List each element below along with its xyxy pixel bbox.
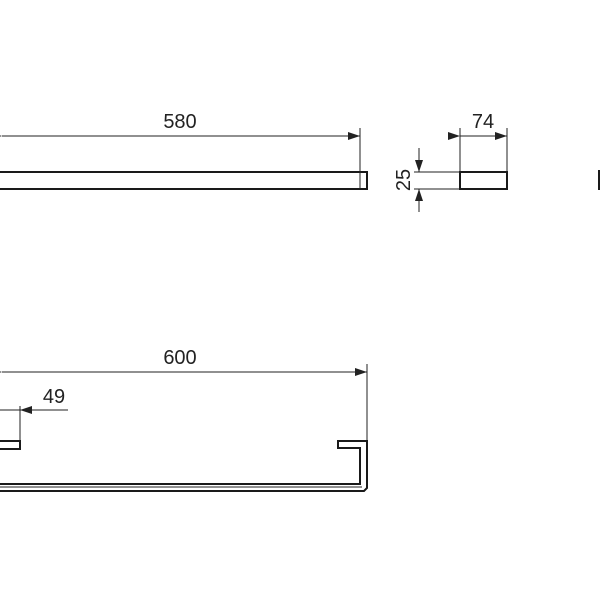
dimension-25: 25 (393, 169, 415, 191)
side-view: 74 25 (393, 111, 508, 212)
dimension-600: 600 (163, 347, 196, 369)
shelf-top-outline (0, 171, 368, 190)
dimension-49: 49 (43, 386, 65, 408)
dimension-74: 74 (472, 111, 494, 133)
dimension-580: 580 (163, 111, 196, 133)
left-bracket-outline (0, 440, 21, 450)
shelf-side-outline (459, 171, 508, 190)
top-view: 580 (0, 111, 368, 190)
shelf-front-outline (0, 440, 368, 492)
front-view: 600 49 (0, 347, 368, 492)
